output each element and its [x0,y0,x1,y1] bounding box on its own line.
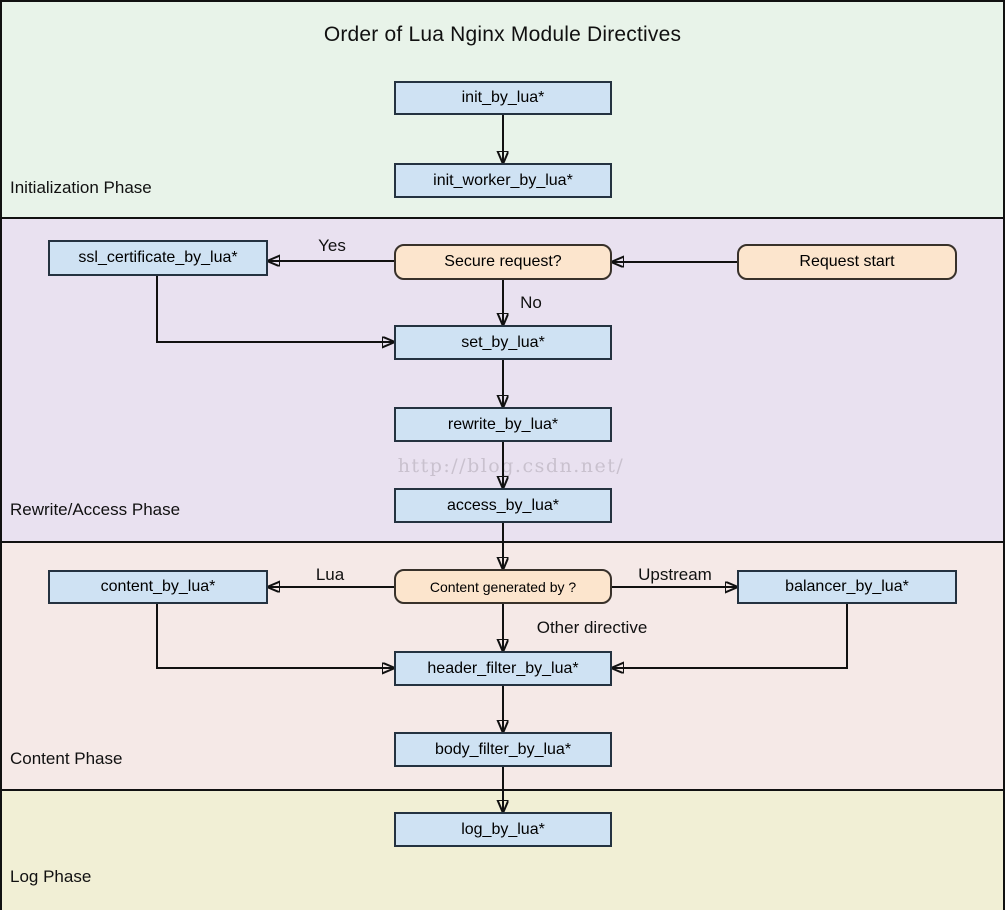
node-init_by_lua: init_by_lua* [394,81,612,115]
node-body_filter_by_lua: body_filter_by_lua* [394,732,612,767]
edge-label-no: No [520,293,542,312]
node-request_start: Request start [737,244,957,280]
node-ssl_certificate_by_lua: ssl_certificate_by_lua* [48,240,268,276]
edge-label-lua: Lua [315,565,345,584]
node-rewrite_by_lua: rewrite_by_lua* [394,407,612,442]
node-init_worker_by_lua: init_worker_by_lua* [394,163,612,198]
phase-label-log: Log Phase [10,867,92,886]
phase-label-rewrite-access: Rewrite/Access Phase [10,500,181,519]
node-header_filter_by_lua: header_filter_by_lua* [394,651,612,686]
node-access_by_lua: access_by_lua* [394,488,612,523]
node-content_by_lua: content_by_lua* [48,570,268,604]
node-secure_request: Secure request? [394,244,612,280]
node-balancer_by_lua: balancer_by_lua* [737,570,957,604]
node-set_by_lua: set_by_lua* [394,325,612,360]
edge-label-yes: Yes [318,236,346,255]
edge-balancer-to-header-filter [612,604,848,668]
edge-content-to-header-filter [156,604,394,668]
node-log_by_lua: log_by_lua* [394,812,612,847]
phase-label-initialization: Initialization Phase [10,178,152,197]
watermark-text: http://blog.csdn.net/ [397,455,625,477]
edge-ssl-certificate-to-set [156,276,394,342]
edge-label-other-directive: Other directive [536,618,648,637]
node-content_generated_by: Content generated by ? [394,569,612,604]
edge-label-upstream: Upstream [638,565,712,584]
diagram-title: Order of Lua Nginx Module Directives [323,23,682,46]
phase-label-content: Content Phase [10,749,123,768]
